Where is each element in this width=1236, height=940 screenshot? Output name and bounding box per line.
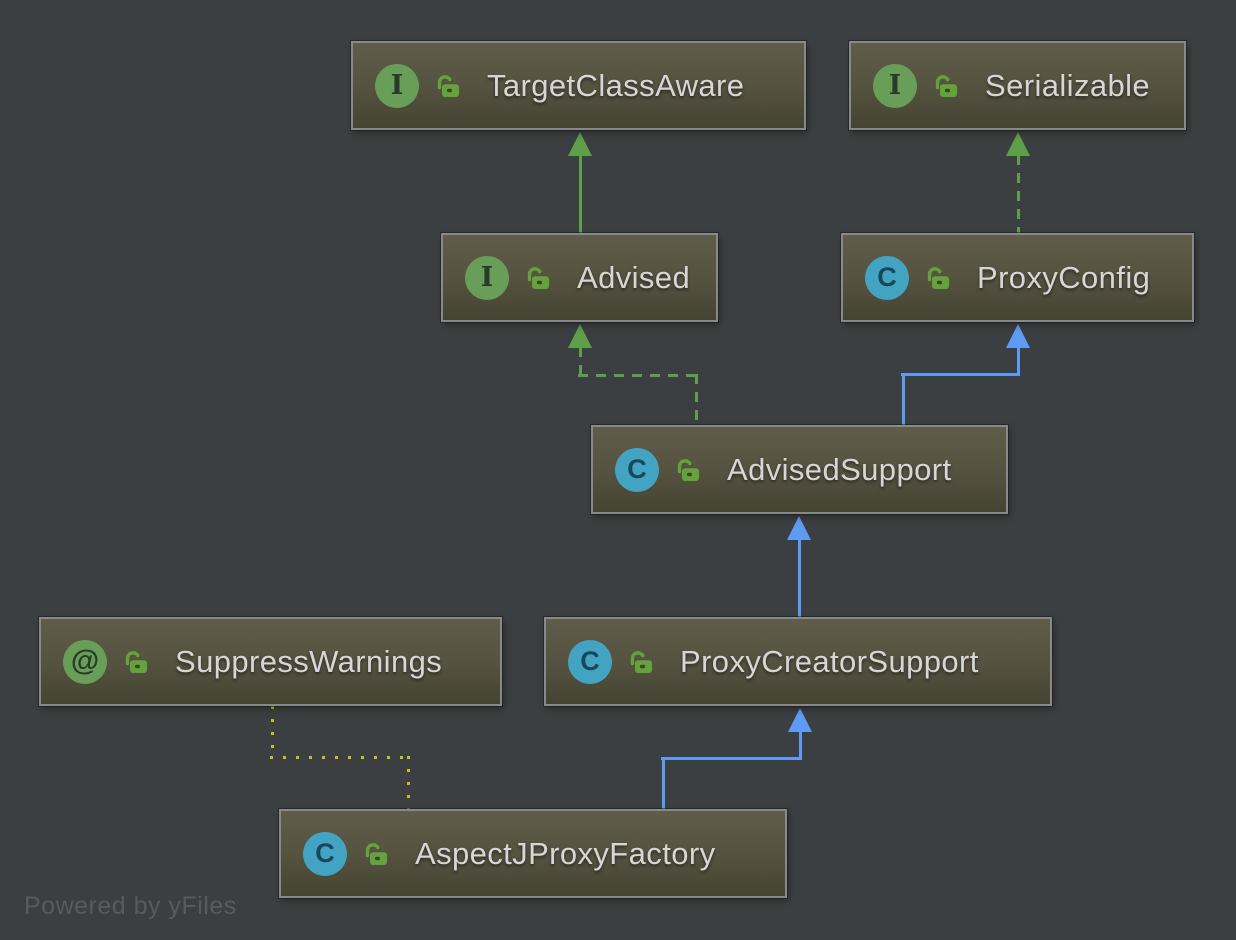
edge-proxycreatorsupport-to-advisedsupport-segment — [797, 539, 801, 617]
edge-advised-to-targetclassaware-segment — [578, 155, 582, 233]
class-name-label: AspectJProxyFactory — [415, 835, 716, 871]
public-unlocked-icon — [523, 263, 553, 293]
class-icon: C — [615, 447, 659, 492]
class-name-label: AdvisedSupport — [727, 451, 952, 487]
edge-aspectjproxyfactory-to-proxycreatorsupport-segment — [798, 731, 802, 760]
yfiles-watermark: Powered by yFiles — [24, 892, 237, 920]
class-name-label: ProxyConfig — [977, 259, 1151, 295]
public-unlocked-icon — [361, 839, 391, 869]
edge-aspectjproxyfactory-to-proxycreatorsupport-segment — [661, 757, 665, 809]
node-aspectj_proxy_factory[interactable]: C AspectJProxyFactory — [279, 809, 787, 898]
edge-advisedsupport-to-proxyconfig-segment — [1016, 347, 1020, 376]
class-icon: C — [568, 639, 612, 684]
node-target_class_aware[interactable]: I TargetClassAware — [351, 41, 806, 130]
node-advised[interactable]: I Advised — [441, 233, 718, 322]
class-name-label: ProxyCreatorSupport — [680, 643, 979, 679]
edge-advisedsupport-to-advised-segment — [578, 373, 698, 377]
edge-proxycreatorsupport-to-advisedsupport-arrowhead — [787, 516, 811, 540]
edge-advisedsupport-to-proxyconfig-segment — [901, 373, 905, 425]
public-unlocked-icon — [673, 455, 703, 485]
edge-advised-to-targetclassaware-arrowhead — [568, 132, 592, 156]
edge-proxyconfig-to-serializable-arrowhead — [1006, 132, 1030, 156]
class-name-label: Serializable — [985, 67, 1151, 103]
public-unlocked-icon — [433, 71, 463, 101]
node-proxy_creator_support[interactable]: C ProxyCreatorSupport — [544, 617, 1052, 706]
edge-advisedsupport-to-advised-segment — [694, 374, 698, 425]
edge-suppresswarnings-to-aspectjproxyfactory-segment — [406, 756, 410, 809]
class-name-label: SuppressWarnings — [175, 643, 443, 679]
class-name-label: Advised — [577, 259, 691, 295]
node-proxy_config[interactable]: C ProxyConfig — [841, 233, 1194, 322]
class-name-label: TargetClassAware — [487, 67, 745, 103]
public-unlocked-icon — [626, 647, 656, 677]
interface-icon: I — [465, 255, 509, 300]
edge-aspectjproxyfactory-to-proxycreatorsupport-segment — [661, 756, 802, 760]
edge-advisedsupport-to-advised-segment — [578, 347, 582, 376]
node-advised_support[interactable]: C AdvisedSupport — [591, 425, 1008, 514]
edge-suppresswarnings-to-aspectjproxyfactory-segment — [270, 755, 410, 759]
edge-advisedsupport-to-proxyconfig-segment — [901, 372, 1020, 376]
interface-icon: I — [873, 63, 917, 108]
node-serializable[interactable]: I Serializable — [849, 41, 1186, 130]
class-icon: C — [865, 255, 909, 300]
annotation-icon: @ — [63, 639, 107, 684]
edge-suppresswarnings-to-aspectjproxyfactory-segment — [270, 706, 274, 758]
edge-advisedsupport-to-advised-arrowhead — [568, 324, 592, 348]
class-icon: C — [303, 831, 347, 876]
edge-advisedsupport-to-proxyconfig-arrowhead — [1006, 324, 1030, 348]
interface-icon: I — [375, 63, 419, 108]
edge-aspectjproxyfactory-to-proxycreatorsupport-arrowhead — [788, 708, 812, 732]
edge-proxyconfig-to-serializable-segment — [1016, 155, 1020, 233]
public-unlocked-icon — [121, 647, 151, 677]
public-unlocked-icon — [931, 71, 961, 101]
node-suppress_warnings[interactable]: @ SuppressWarnings — [39, 617, 502, 706]
public-unlocked-icon — [923, 263, 953, 293]
